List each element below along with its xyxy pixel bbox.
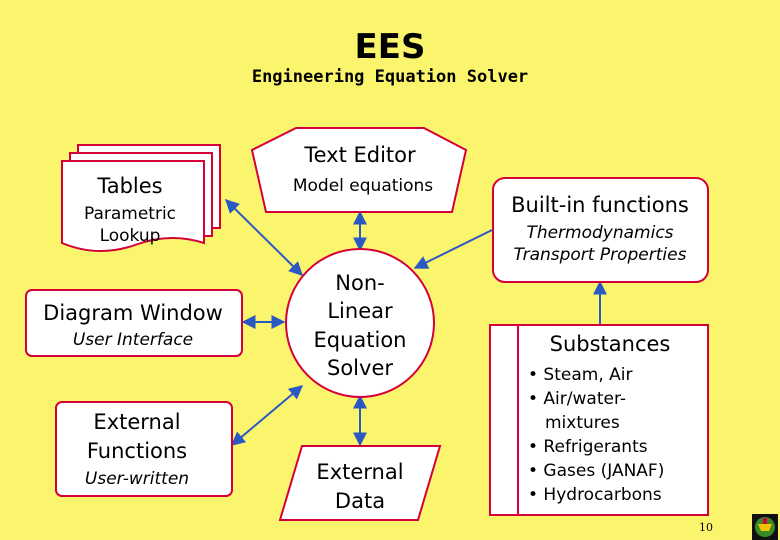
builtin-thermo: Thermodynamics	[526, 223, 673, 243]
tables-parametric: Parametric	[84, 204, 176, 224]
solver-line1: Non-	[335, 271, 384, 295]
solver-line4: Solver	[327, 356, 393, 380]
tables-lookup: Lookup	[100, 226, 161, 246]
ees-logo-icon	[752, 514, 778, 540]
substances-item-1: • Steam, Air	[528, 365, 632, 385]
arrow-builtin-solver	[413, 229, 493, 269]
diagram-window-sub: User Interface	[73, 330, 193, 350]
page-title: EES	[355, 27, 426, 67]
text-editor-node	[250, 127, 468, 213]
text-editor-label: Text Editor	[303, 143, 416, 167]
arrow-tables-solver	[225, 199, 303, 276]
external-functions-line2: Functions	[87, 439, 187, 463]
diagram-window-node	[25, 289, 243, 357]
tables-node	[61, 144, 221, 253]
builtin-functions-node	[492, 177, 709, 283]
arrow-functions-solver	[230, 385, 304, 446]
substances-item-5: • Gases (JANAF)	[528, 461, 664, 481]
builtin-label: Built-in functions	[511, 193, 689, 217]
builtin-transport: Transport Properties	[514, 245, 687, 265]
external-data-line1: External	[316, 460, 403, 484]
external-functions-node	[55, 401, 233, 497]
substances-item-2: • Air/water-	[528, 389, 626, 409]
solver-line3: Equation	[313, 328, 406, 352]
substances-item-4: • Refrigerants	[528, 437, 648, 457]
substances-item-6: • Hydrocarbons	[528, 485, 662, 505]
tables-label: Tables	[96, 174, 162, 198]
substances-item-3: mixtures	[545, 413, 620, 433]
diagram-window-label: Diagram Window	[43, 301, 223, 325]
substances-label: Substances	[550, 332, 671, 356]
substances-node	[489, 324, 709, 516]
solver-node	[285, 248, 435, 398]
solver-line2: Linear	[327, 299, 393, 323]
external-functions-sub: User-written	[85, 469, 189, 489]
external-functions-line1: External	[93, 410, 180, 434]
tables-doc-front	[61, 160, 205, 253]
connector-arrows	[225, 199, 607, 447]
text-editor-sub: Model equations	[293, 176, 433, 196]
page-number: 10	[699, 521, 713, 534]
page-subtitle: Engineering Equation Solver	[252, 67, 528, 87]
external-data-node	[278, 445, 442, 521]
external-data-line2: Data	[335, 489, 385, 513]
